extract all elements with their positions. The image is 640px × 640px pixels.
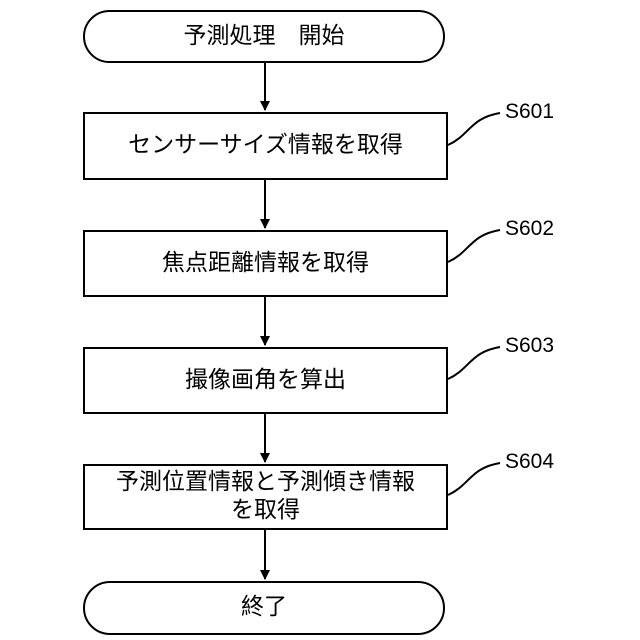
- step-s603-text: 撮像画角を算出: [185, 367, 346, 395]
- end-terminal: 終了: [83, 581, 445, 635]
- step-s604-text-line2: を取得: [231, 497, 300, 525]
- leader-s603: [448, 347, 500, 379]
- leader-s601: [448, 113, 500, 145]
- step-s601-id: S601: [505, 100, 554, 124]
- leader-s604: [448, 463, 500, 495]
- step-s603-box: 撮像画角を算出: [83, 347, 448, 414]
- end-label: 終了: [241, 594, 287, 622]
- step-s604-id: S604: [505, 450, 554, 474]
- step-s601-text: センサーサイズ情報を取得: [128, 132, 403, 160]
- step-s602-id: S602: [505, 217, 554, 241]
- step-s601-box: センサーサイズ情報を取得: [83, 112, 448, 180]
- step-s604-box: 予測位置情報と予測傾き情報 を取得: [83, 464, 448, 530]
- step-s602-box: 焦点距離情報を取得: [83, 230, 448, 297]
- start-label: 予測処理 開始: [184, 23, 345, 51]
- step-s603-id: S603: [505, 334, 554, 358]
- step-s602-text: 焦点距離情報を取得: [162, 250, 369, 278]
- step-s604-text-line1: 予測位置情報と予測傾き情報: [116, 469, 415, 497]
- leader-s602: [448, 230, 500, 262]
- start-terminal: 予測処理 開始: [83, 10, 445, 63]
